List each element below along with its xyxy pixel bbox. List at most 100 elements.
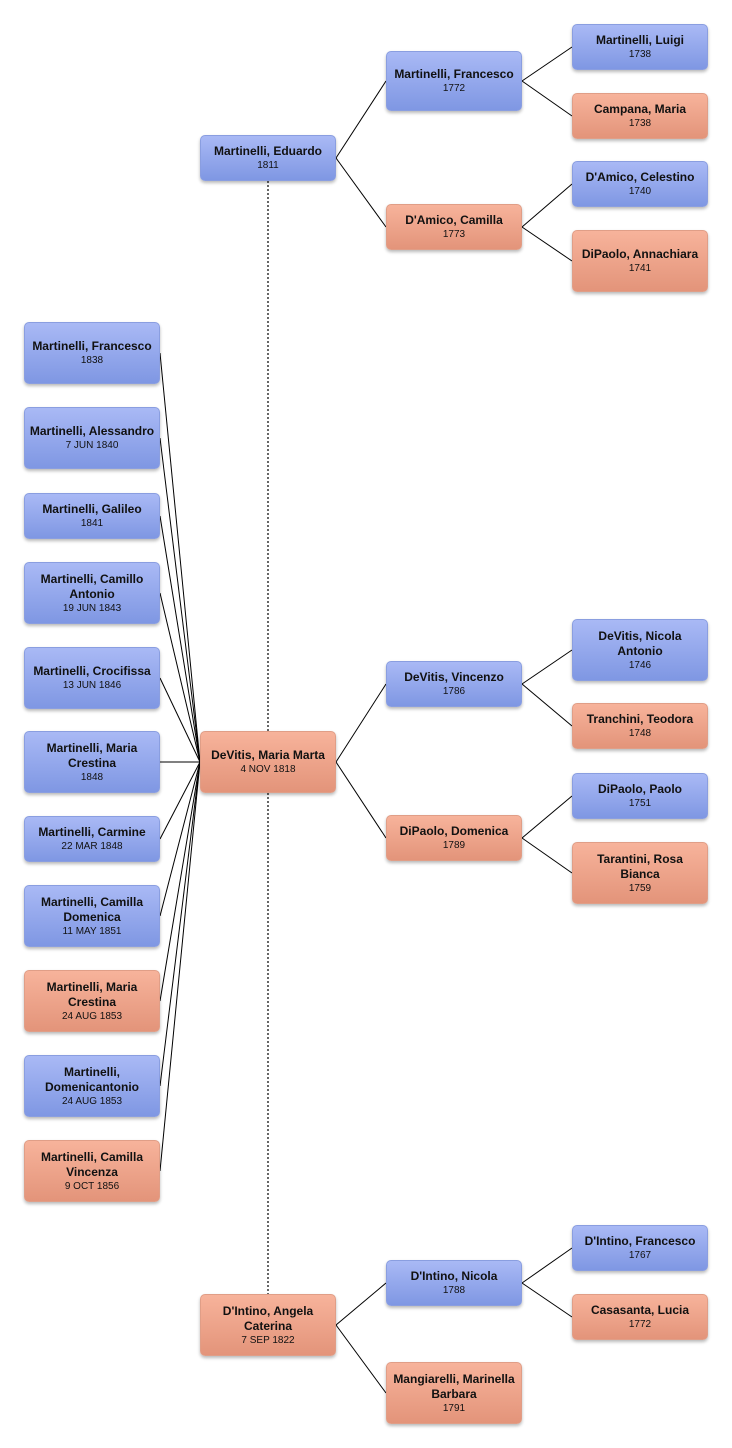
person-name: Mangiarelli, Marinella Barbara <box>393 1371 515 1401</box>
child-connector <box>159 761 201 917</box>
person-box[interactable]: DeVitis, Maria Marta 4 NOV 1818 <box>200 731 336 793</box>
ancestor-connector <box>521 795 573 839</box>
person-name: Martinelli, Maria Crestina <box>46 979 138 1009</box>
person-date: 11 MAY 1851 <box>62 925 122 937</box>
person-date: 1841 <box>80 518 104 529</box>
person-date: 24 AUG 1853 <box>61 1095 123 1107</box>
child-connector <box>159 437 201 763</box>
person-date: 1838 <box>80 355 104 366</box>
person-date: 1848 <box>80 771 104 783</box>
person-date: 22 MAR 1848 <box>61 841 123 852</box>
person-date: 1772 <box>628 1319 652 1330</box>
ancestor-connector <box>335 761 387 839</box>
child-connector <box>159 515 201 763</box>
person-date: 24 AUG 1853 <box>61 1010 123 1022</box>
ancestor-connector <box>335 683 387 763</box>
person-date: 1738 <box>628 118 652 129</box>
child-connector <box>159 592 201 763</box>
person-date: 1751 <box>628 798 652 809</box>
person-name: Martinelli, Eduardo <box>213 144 322 158</box>
person-name: Tranchini, Teodora <box>586 712 694 726</box>
person-date: 13 JUN 1846 <box>62 680 122 691</box>
person-date: 1741 <box>628 263 652 274</box>
person-name: D'Amico, Celestino <box>585 170 695 184</box>
person-date: 19 JUN 1843 <box>62 602 122 614</box>
child-connector <box>159 677 201 763</box>
child-connector <box>159 761 201 1172</box>
ancestor-connector <box>521 837 573 874</box>
person-name: Martinelli, Alessandro <box>29 424 155 438</box>
person-name: D'Intino, Angela Caterina <box>222 1303 314 1333</box>
person-name: Casasanta, Lucia <box>590 1303 690 1317</box>
person-box[interactable]: DiPaolo, Annachiara 1741 <box>572 230 708 292</box>
person-date: 1746 <box>628 659 652 671</box>
person-name: D'Amico, Camilla <box>405 213 503 227</box>
child-connector <box>159 352 201 763</box>
person-box[interactable]: Martinelli, Francesco 1772 <box>386 51 522 111</box>
person-date: 7 JUN 1840 <box>65 440 119 451</box>
person-box[interactable]: Martinelli, Alessandro 7 JUN 1840 <box>24 407 160 469</box>
person-name: Martinelli, Camilla Vincenza <box>40 1149 144 1179</box>
person-date: 7 SEP 1822 <box>241 1334 295 1346</box>
child-connector <box>159 761 201 1002</box>
person-box[interactable]: DiPaolo, Domenica 1789 <box>386 815 522 861</box>
person-date: 1788 <box>442 1285 466 1296</box>
ancestor-connector <box>521 683 573 727</box>
person-name: DeVitis, Vincenzo <box>404 670 504 684</box>
person-date: 4 NOV 1818 <box>240 764 296 775</box>
person-name: Martinelli, Domenicantonio <box>44 1064 139 1094</box>
person-date: 9 OCT 1856 <box>64 1180 120 1192</box>
person-name: Martinelli, Francesco <box>394 67 514 81</box>
person-box[interactable]: Martinelli, Eduardo 1811 <box>200 135 336 181</box>
child-connector <box>159 761 201 840</box>
person-name: DeVitis, Nicola Antonio <box>598 628 682 658</box>
person-name: D'Intino, Nicola <box>410 1269 498 1283</box>
person-date: 1811 <box>257 160 279 171</box>
person-name: DiPaolo, Annachiara <box>581 247 699 261</box>
child-connector <box>159 761 201 1087</box>
person-date: 1759 <box>628 882 652 894</box>
person-box[interactable]: Casasanta, Lucia 1772 <box>572 1294 708 1340</box>
ancestor-connector <box>521 183 573 228</box>
person-box[interactable]: Martinelli, Crocifissa 13 JUN 1846 <box>24 647 160 709</box>
person-box[interactable]: Martinelli, Galileo 1841 <box>24 493 160 539</box>
person-name: DeVitis, Maria Marta <box>211 748 325 762</box>
person-name: Martinelli, Crocifissa <box>33 664 151 678</box>
person-date: 1789 <box>442 840 466 851</box>
person-name: Martinelli, Maria Crestina <box>46 740 138 770</box>
person-date: 1772 <box>442 83 466 94</box>
ancestor-connector <box>521 1282 573 1318</box>
person-name: Martinelli, Camillo Antonio <box>40 571 144 601</box>
person-name: Martinelli, Francesco <box>32 339 152 353</box>
person-name: Tarantini, Rosa Bianca <box>597 851 683 881</box>
person-name: Martinelli, Luigi <box>595 33 684 47</box>
person-name: DiPaolo, Domenica <box>399 824 509 838</box>
person-name: D'Intino, Francesco <box>584 1234 696 1248</box>
ancestor-connector <box>335 80 387 159</box>
person-name: Martinelli, Galileo <box>42 502 142 516</box>
ancestor-connector <box>521 46 573 82</box>
person-box[interactable]: Martinelli, Francesco 1838 <box>24 322 160 384</box>
person-box[interactable]: D'Intino, Nicola 1788 <box>386 1260 522 1306</box>
